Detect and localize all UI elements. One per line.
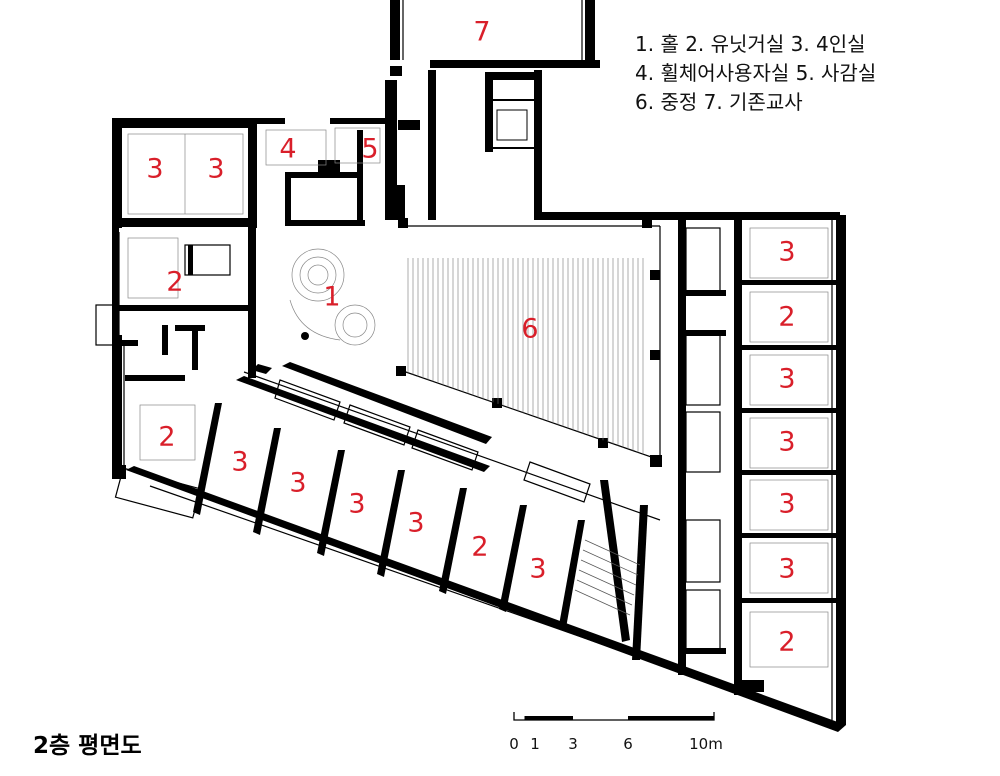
legend-line: 6. 중정 7. 기존교사 — [635, 90, 803, 114]
room-label: 3 — [778, 427, 795, 458]
room-label: 3 — [407, 508, 424, 539]
hall-furniture — [289, 248, 376, 346]
scale-label: 3 — [568, 735, 578, 753]
room-label: 2 — [778, 627, 795, 658]
outer-walls — [112, 70, 846, 732]
room-label: 3 — [778, 237, 795, 268]
column-marker — [301, 332, 309, 340]
room-label: 3 — [146, 154, 163, 185]
existing-building — [390, 0, 600, 76]
scale-bar: 0 1 3 6 10m — [509, 712, 723, 753]
room-label: 2 — [166, 267, 183, 298]
furniture — [127, 127, 829, 668]
room-label: 3 — [778, 554, 795, 585]
room-label: 3 — [778, 364, 795, 395]
room-label: 5 — [361, 134, 378, 165]
room-label: 2 — [158, 422, 175, 453]
room-label: 2 — [471, 532, 488, 563]
room-label: 3 — [348, 489, 365, 520]
diagonal-rooms — [193, 379, 648, 660]
inner-walls — [236, 215, 742, 695]
room-label: 2 — [778, 302, 795, 333]
legend-line: 1. 홀 2. 유닛거실 3. 4인실 — [635, 32, 866, 56]
room-label: 3 — [778, 489, 795, 520]
room-label: 3 — [207, 154, 224, 185]
scale-label: 0 — [509, 735, 519, 753]
room-label: 3 — [231, 447, 248, 478]
room-label: 4 — [279, 134, 296, 165]
room-labels: 7 4 5 3 3 2 1 6 3 2 3 3 3 3 2 2 3 3 3 3 … — [146, 17, 795, 658]
right-wing-rooms — [685, 227, 838, 692]
room-label: 1 — [323, 282, 340, 313]
scale-label: 6 — [623, 735, 633, 753]
scale-label: 10m — [689, 735, 723, 753]
scale-label: 1 — [530, 735, 540, 753]
plan-title: 2층 평면도 — [33, 733, 142, 759]
legend: 1. 홀 2. 유닛거실 3. 4인실 4. 휠체어사용자실 5. 사감실 6.… — [635, 30, 876, 117]
room-label: 6 — [521, 314, 538, 345]
room-label: 3 — [289, 468, 306, 499]
left-block-details — [95, 130, 405, 519]
legend-line: 4. 휠체어사용자실 5. 사감실 — [635, 61, 877, 85]
room-label: 7 — [473, 17, 490, 48]
room-label: 3 — [529, 554, 546, 585]
courtyard-slats — [407, 258, 644, 455]
